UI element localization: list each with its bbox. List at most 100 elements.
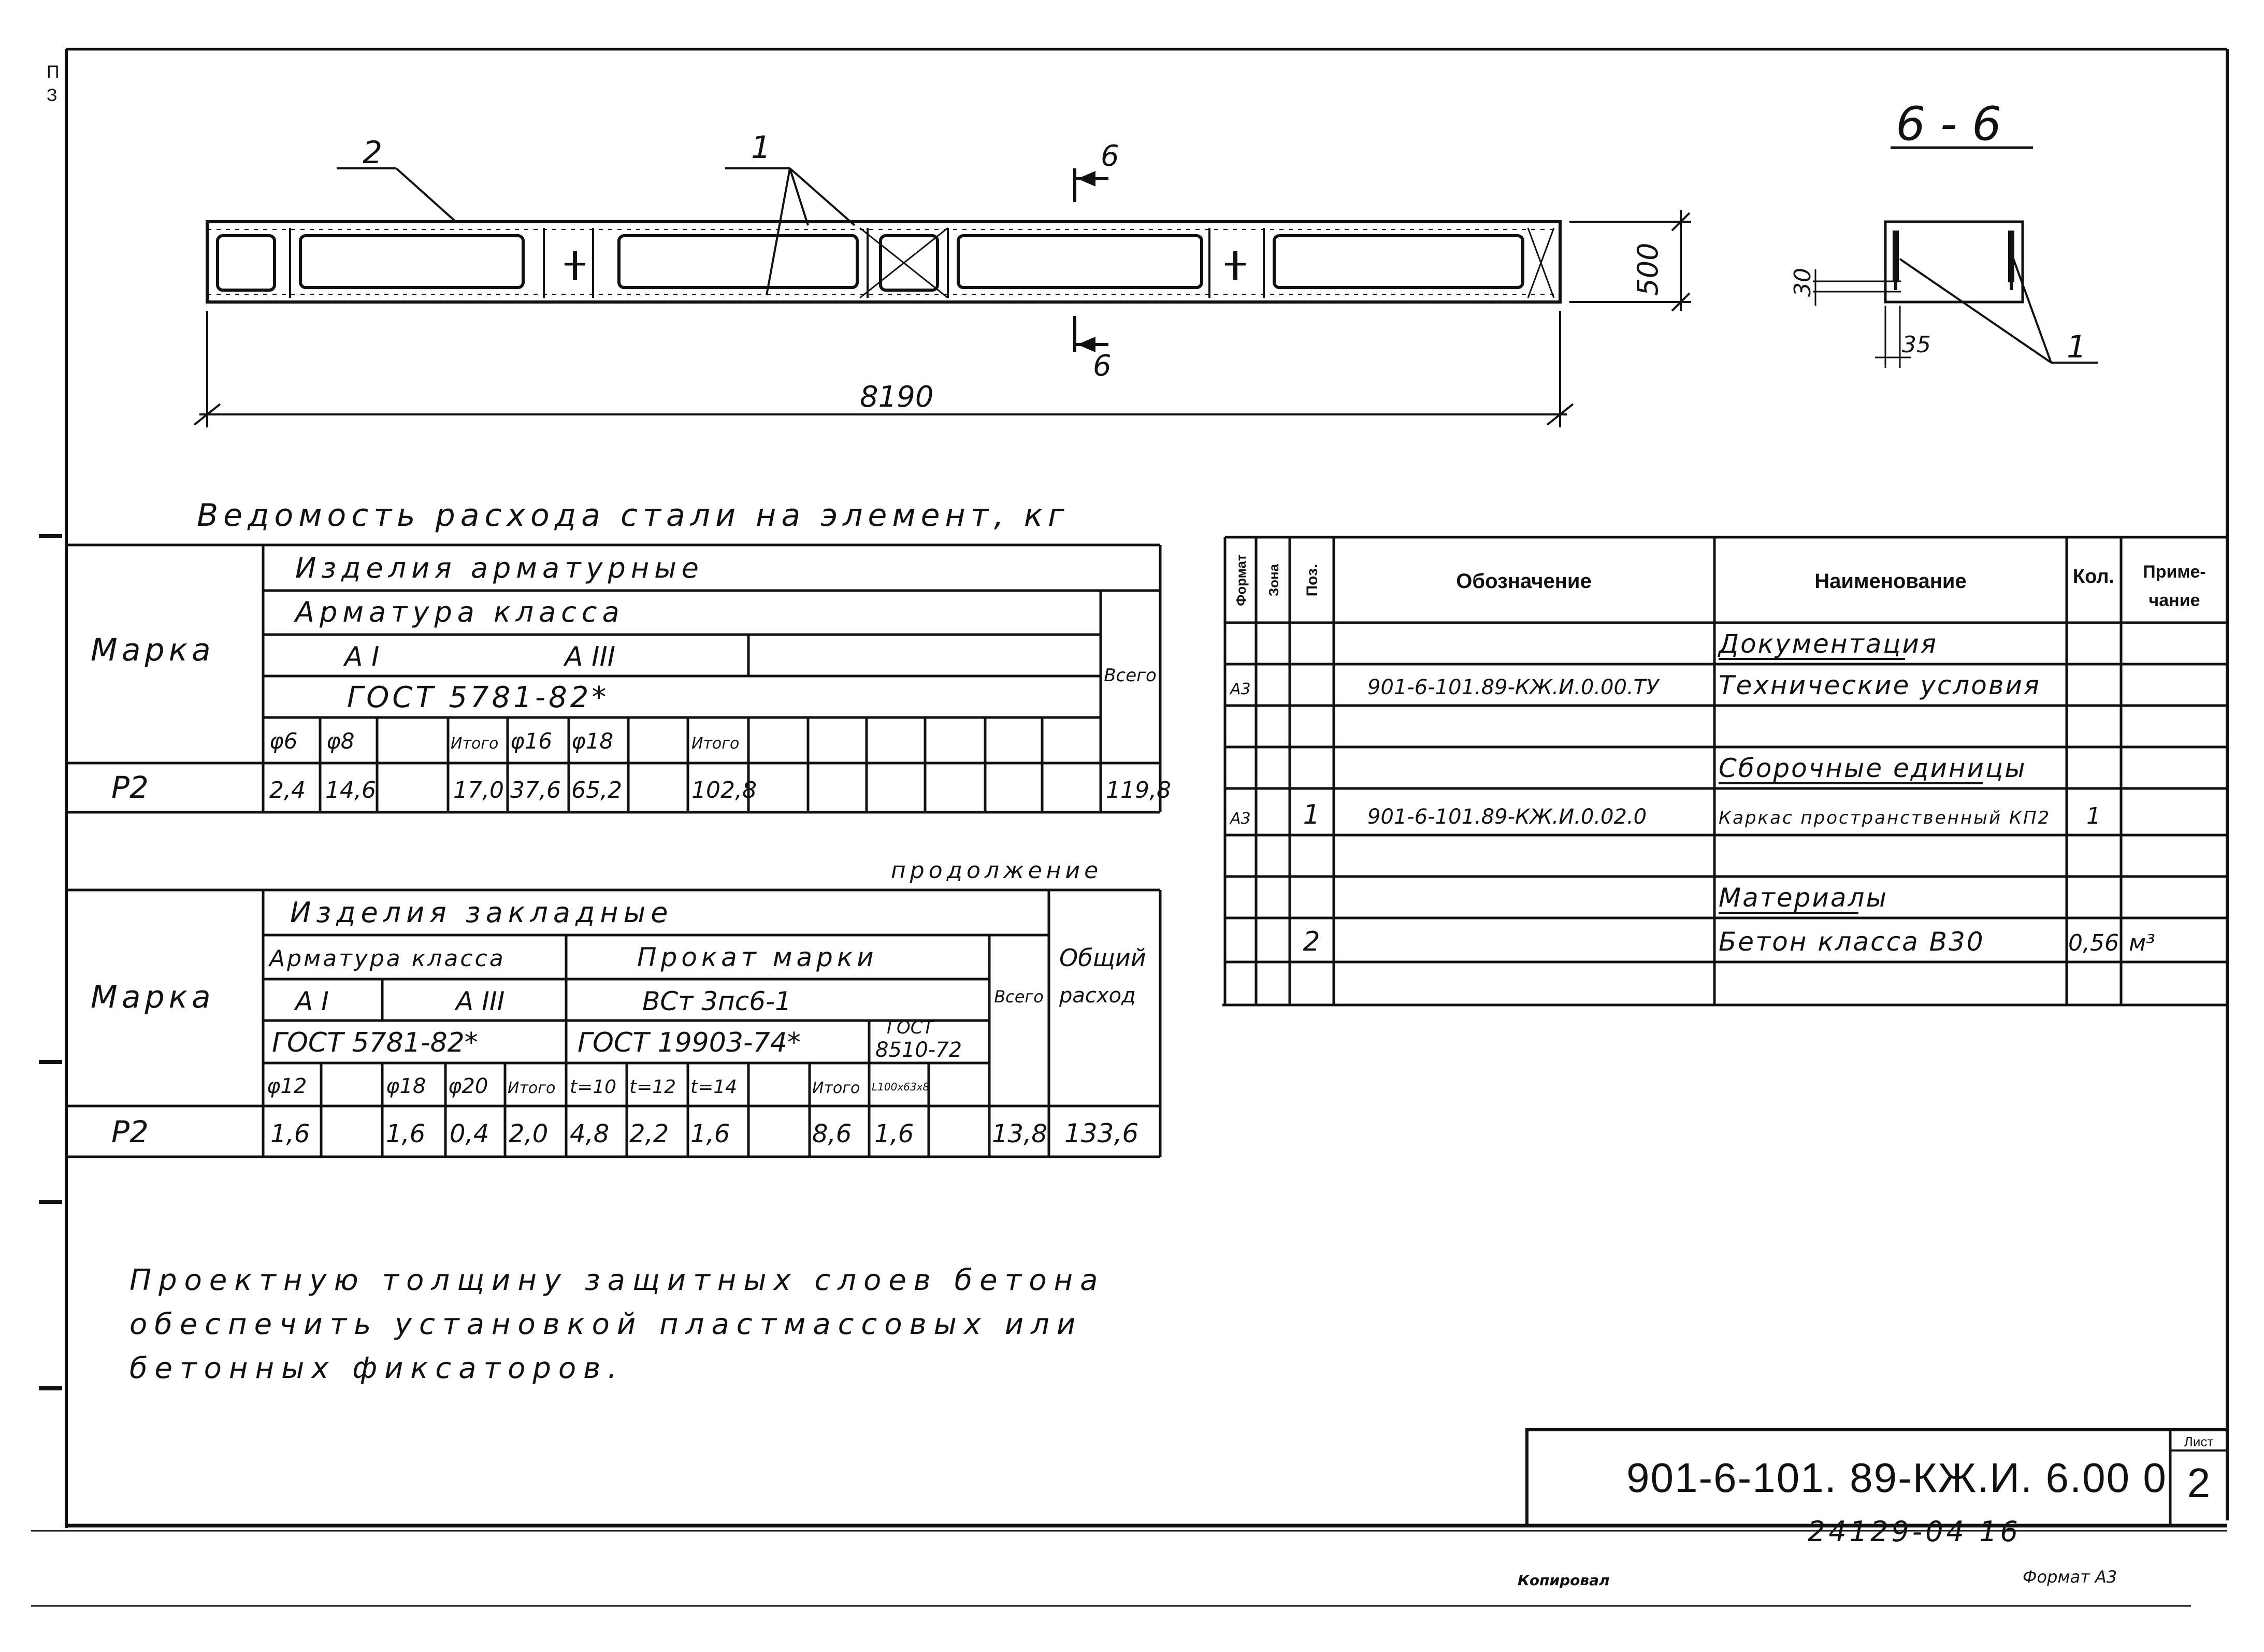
format-label: Формат А3 [2023,1567,2117,1587]
steel-row-values: 2,4 14,6 17,0 37,6 65,2 102,8 [269,777,757,803]
cont-obshiy-b: расход [1059,984,1136,1008]
general-note: Проектную толщину защитных слоев бетона … [129,1263,1105,1385]
cont-cell: 1,6 [386,1119,425,1148]
steel-cell: 17,0 [453,777,504,803]
spec-cell-oboz: 901-6-101.89-КЖ.И.0.00.ТУ [1367,676,1660,699]
steel-gost: ГОСТ 5781-82* [347,681,609,714]
cont-col: t=10 [570,1076,616,1098]
cont-izd-zakl: Изделия закладные [290,896,673,929]
spec-cell-oboz: 901-6-101.89-КЖ.И.0.02.0 [1367,805,1647,829]
stamp-code: 901-6-101. 89-КЖ.И. 6.00 0 [1626,1455,2167,1501]
leader-pos2 [337,167,457,223]
cont-cell: 1,6 [690,1119,730,1148]
cut-bottom-label: 6 [1093,349,1112,383]
note-line-2: обеспечить установкой пластмассовых или [129,1308,1083,1341]
steel-col: φ16 [510,728,552,754]
section-title: 6 - 6 [1896,97,2001,151]
spec-cell-naim: Материалы [1719,883,1888,913]
spec-header-oboz: Обозначение [1456,570,1591,593]
cont-prokat: Прокат марки [637,942,878,972]
steel-col: φ8 [326,728,354,754]
steel-a3: A III [563,641,615,672]
cont-row-marka: Р2 [111,1114,149,1150]
section-drawing [1813,220,2098,368]
cut-top-label: 6 [1101,139,1119,173]
cont-row-vsego: 13,8 [992,1119,1047,1148]
beam-elevation [206,220,1562,304]
pos2-label: 2 [363,135,382,171]
spec-header-prim-a: Приме- [2143,562,2206,582]
steel-cell: 102,8 [691,777,757,803]
cont-col: φ18 [386,1074,426,1098]
height-dimension [1569,210,1691,312]
cont-vst: ВСт 3пс6-1 [642,986,791,1016]
cont-cell: 4,8 [570,1119,609,1148]
section-dim30: 30 [1790,268,1816,297]
spec-cell-naim: Технические условия [1719,670,2041,700]
cont-col: φ20 [448,1074,488,1098]
cont-table-grid [66,888,1162,1158]
length-value: 8190 [860,380,934,414]
cont-gost1: ГОСТ 5781-82* [272,1027,478,1058]
spec-cell-naim: Документация [1718,629,1938,659]
cont-marka-header: Марка [91,979,215,1015]
steel-row-marka: Р2 [111,770,149,805]
margin-p: П [47,62,59,82]
steel-col: Итого [451,735,498,753]
spec-cell-naim: Каркас пространственный КП2 [1719,808,2051,828]
height-value: 500 [1632,242,1664,296]
steel-row-total: 119,8 [1106,777,1171,803]
cont-vsego: Всего [994,987,1044,1007]
note-line-3: бетонных фиксаторов. [129,1352,624,1385]
section-dim35: 35 [1902,332,1931,358]
margin-z: З [47,85,57,105]
length-dimension [193,311,1574,427]
cont-cell: 2,2 [629,1119,669,1148]
sheet-frame [31,48,2229,1607]
spec-cell-poz: 1 [1303,799,1320,830]
archive-number: 24129-04 16 [1808,1515,2021,1548]
cont-col: t=14 [690,1076,737,1098]
steel-col-headers: φ6 φ8 Итого φ16 φ18 Итого [269,728,739,754]
cont-cell: 0,4 [450,1119,489,1148]
cont-gost3b: 8510-72 [875,1038,962,1062]
steel-col: Итого [691,735,739,753]
cont-cell: 8,6 [812,1119,852,1148]
cont-title: продолжение [891,857,1102,884]
cont-cell: 1,6 [270,1119,310,1148]
spec-cell-kol: 1 [2086,803,2101,829]
cont-a1: A I [294,986,329,1016]
spec-cell-format: А3 [1229,810,1251,828]
cont-row-values: 1,6 1,6 0,4 2,0 4,8 2,2 1,6 8,6 1,6 [270,1119,914,1148]
cont-gost3a: ГОСТ [887,1017,934,1038]
cont-col: Итого [508,1079,555,1097]
steel-title: Ведомость расхода стали на элемент, кг [197,497,1070,534]
steel-cell: 14,6 [325,777,376,803]
steel-col: φ18 [571,728,613,754]
spec-header-format: Формат [1233,554,1249,606]
steel-arm-class: Арматура класса [294,596,625,628]
cont-arm-class: Арматура класса [268,945,506,972]
cont-a3: A III [454,986,504,1016]
spec-cell-kol: 0,56 [2068,930,2119,956]
spec-cell-naim: Бетон класса В30 [1719,927,1985,957]
steel-vsego: Всего [1104,665,1157,686]
spec-header-prim-b: чание [2149,591,2200,610]
pos1-label: 1 [751,130,771,166]
spec-cell-prim: м³ [2129,930,2155,956]
stamp-list-label: Лист [2184,1434,2214,1449]
note-line-1: Проектную толщину защитных слоев бетона [129,1263,1105,1297]
steel-cell: 65,2 [571,777,622,803]
stamp-list-num: 2 [2187,1460,2211,1506]
cont-col: L100х63х8 [872,1081,929,1093]
steel-cell: 37,6 [510,777,561,803]
leader-pos1 [725,167,856,296]
steel-col: φ6 [269,728,297,754]
cont-col: φ12 [267,1074,307,1098]
cont-cell: 1,6 [874,1119,914,1148]
spec-table-grid [1222,536,2227,1007]
steel-a1: A I [343,641,379,672]
spec-cell-poz: 2 [1303,926,1320,957]
